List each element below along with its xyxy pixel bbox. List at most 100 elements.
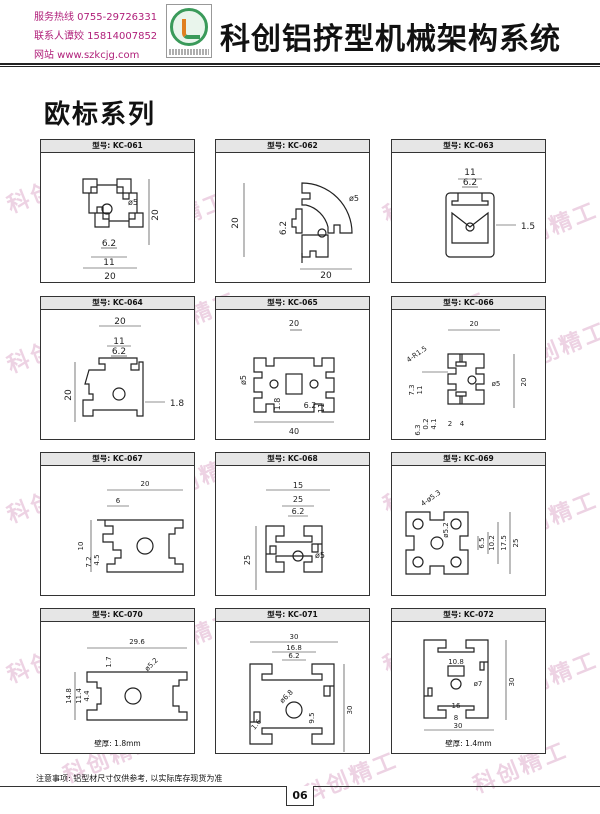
- svg-text:20: 20: [520, 378, 528, 387]
- profile-drawing: 4-ø5.3 ø5.2 6.5 10.2 17.5 25: [405, 489, 520, 575]
- svg-text:9.5: 9.5: [308, 712, 316, 723]
- profile-drawing: 11 6.2 1.5: [445, 168, 535, 258]
- svg-text:20: 20: [151, 209, 161, 221]
- profile-card-kc-070: 型号: KC-070 29.6 1.7 ø5.2 14.8 11.4 4.4 壁…: [40, 608, 195, 754]
- profile-card-kc-067: 型号: KC-067 20 6 10 7.2 4.5: [40, 452, 195, 596]
- svg-text:14.8: 14.8: [65, 688, 73, 704]
- svg-text:25: 25: [243, 555, 252, 565]
- svg-text:6.2: 6.2: [112, 347, 126, 357]
- svg-text:4: 4: [460, 420, 465, 428]
- svg-text:4.4: 4.4: [83, 690, 91, 702]
- svg-text:20: 20: [104, 272, 116, 282]
- card-title: 型号: KC-063: [392, 140, 545, 153]
- header-divider: [0, 63, 600, 65]
- svg-text:0.2: 0.2: [422, 418, 430, 429]
- svg-text:40: 40: [289, 427, 299, 436]
- svg-text:1.5: 1.5: [521, 222, 535, 232]
- svg-text:15: 15: [293, 481, 303, 490]
- profile-drawing: 10.8 ø7 16 8 30 30: [423, 639, 516, 731]
- svg-text:10.2: 10.2: [488, 535, 496, 551]
- svg-text:11: 11: [103, 258, 114, 268]
- profile-card-kc-072: 型号: KC-072 10.8 ø7 16 8 30 30 壁厚: 1.4mm: [391, 608, 546, 754]
- profile-card-kc-063: 型号: KC-063 11 6.2 1.5: [391, 139, 546, 283]
- card-title: 型号: KC-070: [41, 609, 194, 622]
- contact-person-text: 联系人谭姣 15814007852: [34, 31, 158, 42]
- profile-card-kc-062: 型号: KC-062 20 20 6.2 ø5: [215, 139, 370, 283]
- page-number: 06: [286, 786, 314, 806]
- page-header: 服务热线 0755-29726331 联系人谭姣 15814007852 网站 …: [0, 0, 600, 67]
- profile-card-kc-066: 型号: KC-066 20 4-R1.5 ø5 11 7.3 20 6.3 0.…: [391, 296, 546, 440]
- svg-text:6: 6: [116, 497, 121, 505]
- svg-text:8: 8: [454, 714, 458, 722]
- profile-card-kc-065: 型号: KC-065 20 ø5 1.8 6.2 11 40: [215, 296, 370, 440]
- svg-text:30: 30: [290, 633, 299, 641]
- card-title: 型号: KC-065: [216, 297, 369, 310]
- profile-drawing: 29.6 1.7 ø5.2 14.8 11.4 4.4: [65, 638, 188, 721]
- svg-text:10.8: 10.8: [448, 658, 464, 666]
- svg-text:20: 20: [114, 317, 126, 327]
- svg-text:6.2: 6.2: [463, 178, 477, 188]
- svg-text:7.3: 7.3: [408, 384, 416, 395]
- svg-text:17.5: 17.5: [500, 535, 508, 551]
- wall-thickness-note: 壁厚: 1.4mm: [445, 739, 492, 748]
- profile-drawing: 20 20 6.2 ø5: [231, 182, 359, 281]
- svg-text:11: 11: [317, 403, 326, 413]
- svg-text:1.7: 1.7: [105, 656, 113, 667]
- series-title: 欧标系列: [44, 100, 157, 130]
- svg-text:4.5: 4.5: [93, 554, 101, 565]
- card-title: 型号: KC-069: [392, 453, 545, 466]
- svg-text:2: 2: [448, 420, 452, 428]
- svg-text:20: 20: [141, 480, 150, 488]
- svg-text:16.8: 16.8: [286, 644, 302, 652]
- profile-drawing: 25 15 6.2 ø5 25: [243, 481, 330, 590]
- svg-text:7.2: 7.2: [85, 556, 93, 567]
- svg-text:ø5: ø5: [349, 194, 359, 203]
- svg-text:11.4: 11.4: [75, 688, 83, 704]
- svg-text:4-R1.5: 4-R1.5: [405, 344, 428, 364]
- svg-text:11: 11: [416, 386, 424, 395]
- svg-text:6.2: 6.2: [279, 221, 289, 235]
- profile-card-kc-068: 型号: KC-068 25 15 6.2 ø5 25: [215, 452, 370, 596]
- card-title: 型号: KC-072: [392, 609, 545, 622]
- profile-drawing: 20 4-R1.5 ø5 11 7.3 20 6.3 0.2 4.1 2 4: [405, 320, 528, 436]
- profile-drawing: 20 6 10 7.2 4.5: [77, 480, 184, 573]
- svg-text:30: 30: [346, 706, 354, 715]
- svg-text:6.2: 6.2: [292, 507, 305, 516]
- svg-text:ø5.2: ø5.2: [442, 522, 450, 537]
- profile-drawing: 30 16.8 6.2 ø6.8 9.5 1.6 30: [249, 633, 354, 752]
- svg-text:6.2: 6.2: [304, 401, 317, 410]
- company-name: 科创铝挤型机械架构系统: [220, 22, 561, 57]
- card-title: 型号: KC-064: [41, 297, 194, 310]
- profile-card-kc-069: 型号: KC-069 4-ø5.3 ø5.2 6.5 10.2 17.5 25: [391, 452, 546, 596]
- svg-text:30: 30: [454, 722, 463, 730]
- wall-thickness-note: 壁厚: 1.8mm: [94, 739, 141, 748]
- card-title: 型号: KC-071: [216, 609, 369, 622]
- card-title: 型号: KC-066: [392, 297, 545, 310]
- svg-text:20: 20: [289, 319, 299, 328]
- card-title: 型号: KC-062: [216, 140, 369, 153]
- svg-text:20: 20: [64, 389, 74, 401]
- svg-text:30: 30: [508, 678, 516, 687]
- svg-text:10: 10: [77, 542, 85, 551]
- profile-card-kc-061: 型号: KC-061 20 20 6.2 11 ø5: [40, 139, 195, 283]
- svg-text:11: 11: [113, 337, 124, 347]
- svg-text:ø5: ø5: [315, 551, 325, 560]
- svg-text:16: 16: [452, 702, 461, 710]
- svg-text:ø5: ø5: [239, 375, 248, 385]
- hotline-text: 服务热线 0755-29726331: [34, 12, 158, 23]
- svg-text:6.5: 6.5: [478, 537, 486, 548]
- qr-code-logo: [166, 4, 212, 58]
- footnote: 注意事项: 铝型材尺寸仅供参考, 以实际库存现货为准: [36, 774, 223, 783]
- svg-text:4-ø5.3: 4-ø5.3: [419, 489, 442, 508]
- profile-drawing: 20 ø5 1.8 6.2 11 40: [239, 319, 335, 436]
- svg-text:1.8: 1.8: [273, 398, 282, 411]
- svg-text:29.6: 29.6: [129, 638, 145, 646]
- profile-drawing: 20 6.2 11 20 1.8: [64, 317, 184, 422]
- svg-text:ø5.2: ø5.2: [143, 656, 160, 673]
- svg-text:11: 11: [464, 168, 475, 178]
- svg-text:ø5: ø5: [128, 198, 138, 207]
- svg-text:6.2: 6.2: [102, 239, 116, 249]
- svg-text:ø5: ø5: [492, 380, 501, 388]
- contact-block: 服务热线 0755-29726331 联系人谭姣 15814007852 网站 …: [34, 8, 157, 65]
- card-title: 型号: KC-067: [41, 453, 194, 466]
